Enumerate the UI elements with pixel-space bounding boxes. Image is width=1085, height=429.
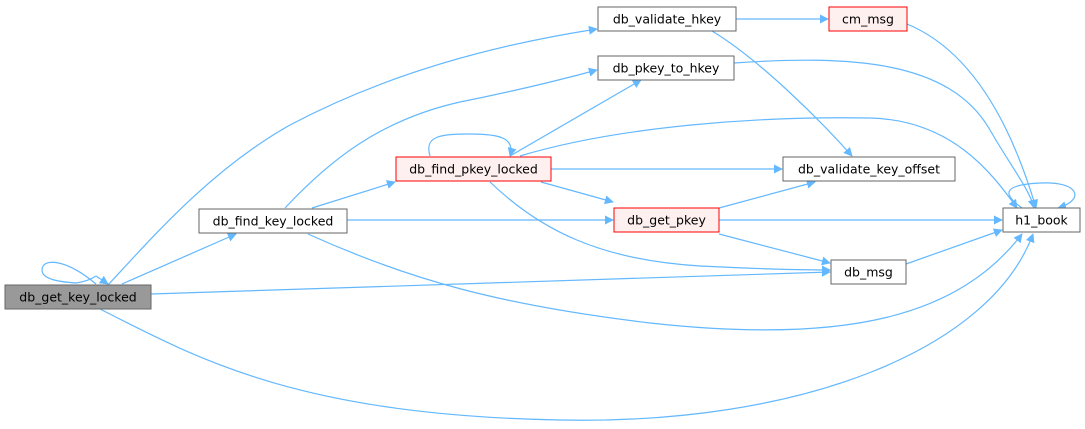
edge-db-get-key-locked-to-db-validate-hkey xyxy=(107,25,598,286)
node-box xyxy=(597,55,735,81)
edge-db-find-key-locked-to-h1-book xyxy=(307,233,1023,331)
node-box xyxy=(828,6,908,32)
edge-db-find-pkey-locked-to-h1-book xyxy=(519,117,1018,209)
node-box xyxy=(1002,207,1081,233)
node-box xyxy=(830,259,907,285)
edge-db-find-pkey-locked-to-db-get-pkey xyxy=(540,181,614,205)
node-db-msg[interactable]: db_msg xyxy=(830,259,907,285)
node-box xyxy=(597,6,737,32)
node-label: db_msg xyxy=(844,265,893,280)
node-db-find-key-locked[interactable]: db_find_key_locked xyxy=(198,208,348,234)
node-db-pkey-to-hkey[interactable]: db_pkey_to_hkey xyxy=(597,55,735,81)
edge-db-get-pkey-to-db-msg xyxy=(718,233,831,266)
edge-db-get-key-locked-to-db-get-key-locked xyxy=(41,261,108,284)
node-label: h1_book xyxy=(1015,213,1068,228)
edge-db-get-key-locked-to-db-msg xyxy=(150,267,831,295)
node-box xyxy=(4,284,152,310)
node-label: db_validate_key_offset xyxy=(798,162,940,177)
edge-db-find-key-locked-to-db-find-pkey-locked xyxy=(311,180,396,209)
node-box xyxy=(198,208,348,234)
node-box xyxy=(395,156,552,182)
node-cm-msg[interactable]: cm_msg xyxy=(828,6,908,32)
edge-db-find-pkey-locked-to-db-msg xyxy=(489,181,831,275)
edge-db-validate-hkey-to-db-validate-key-offset xyxy=(711,30,853,157)
node-db-find-pkey-locked[interactable]: db_find_pkey_locked xyxy=(395,156,552,182)
edges-layer xyxy=(41,14,1076,421)
edge-db-find-pkey-locked-to-db-pkey-to-hkey xyxy=(509,79,642,157)
edge-db-get-key-locked-to-db-find-key-locked xyxy=(121,233,237,285)
edge-h1-book-to-h1-book xyxy=(1008,182,1076,211)
node-label: db_validate_hkey xyxy=(613,12,722,27)
node-box xyxy=(782,156,956,182)
node-db-validate-hkey[interactable]: db_validate_hkey xyxy=(597,6,737,32)
edge-db-get-key-locked-to-h1-book xyxy=(99,233,1035,421)
node-db-validate-key-offset[interactable]: db_validate_key_offset xyxy=(782,156,956,182)
node-db-get-key-locked[interactable]: db_get_key_locked xyxy=(4,284,152,310)
node-label: db_find_pkey_locked xyxy=(409,162,538,177)
edge-cm-msg-to-h1-book xyxy=(906,23,1039,209)
node-label: db_get_key_locked xyxy=(19,290,136,305)
node-db-get-pkey[interactable]: db_get_pkey xyxy=(613,207,720,233)
edge-db-get-pkey-to-db-validate-key-offset xyxy=(718,179,816,209)
edge-db-find-key-locked-to-db-pkey-to-hkey xyxy=(284,67,598,209)
node-label: db_get_pkey xyxy=(627,213,706,228)
node-label: cm_msg xyxy=(842,12,894,27)
edge-db-find-pkey-locked-to-db-find-pkey-locked xyxy=(428,133,517,157)
nodes-layer: db_get_key_locked db_find_key_locked db_fi… xyxy=(4,6,1081,310)
edge-db-pkey-to-hkey-to-h1-book xyxy=(733,59,1037,209)
node-label: db_find_key_locked xyxy=(213,214,334,229)
edge-db-msg-to-h1-book xyxy=(905,228,1003,265)
node-box xyxy=(613,207,720,233)
node-h1-book[interactable]: h1_book xyxy=(1002,207,1081,233)
node-label: db_pkey_to_hkey xyxy=(613,61,720,76)
